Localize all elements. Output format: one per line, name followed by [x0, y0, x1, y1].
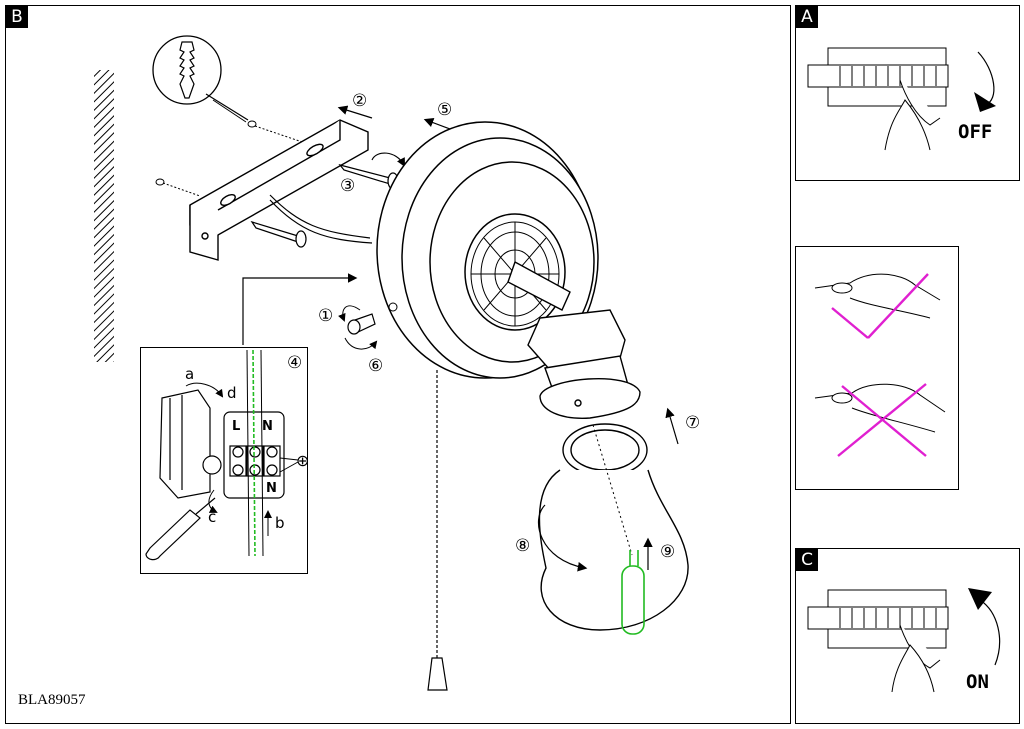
- hand-upper-icon: [814, 273, 941, 319]
- step-9-label: ⑨: [660, 542, 675, 562]
- lamp-holder: [527, 309, 641, 419]
- on-label: ON: [966, 671, 989, 693]
- off-label: OFF: [958, 121, 992, 143]
- step-3-label: ③: [340, 176, 355, 196]
- forbidden-cross-lower: [837, 383, 927, 457]
- model-code: BLA89057: [18, 692, 86, 708]
- panel-tag-a: A: [796, 6, 818, 28]
- earth-icon: ⊕: [296, 451, 309, 470]
- panel-tag-b: B: [6, 6, 28, 28]
- wall-hatch: [94, 70, 114, 362]
- breaker-off-drawing: [807, 47, 949, 151]
- terminal-n-label: N: [262, 419, 273, 434]
- hand-lower-icon: [814, 383, 946, 433]
- fixing-screw: [347, 313, 376, 335]
- step-2-label: ②: [352, 91, 367, 111]
- step-7-label: ⑦: [685, 413, 700, 433]
- step-4-label: ④: [287, 353, 302, 373]
- screw-lower: [250, 220, 307, 248]
- earth-wire: [252, 349, 256, 557]
- terminal-l-label: L: [232, 419, 240, 434]
- mounting-bracket: [189, 119, 369, 261]
- breaker-on-drawing: [807, 589, 949, 693]
- step-1-label: ①: [318, 306, 333, 326]
- screwdriver-icon: [145, 497, 216, 561]
- terminal-n-lower-label: N: [266, 481, 277, 496]
- panel-tag-c: C: [796, 549, 818, 571]
- inset-letter-d: d: [227, 384, 237, 402]
- forbidden-cross-upper: [831, 273, 929, 339]
- bulb-icon: [621, 550, 645, 635]
- step-5-label: ⑤: [437, 100, 452, 120]
- rotate-on-arrow: [979, 599, 1001, 666]
- step-8-label: ⑧: [515, 536, 530, 556]
- inset-letter-c: c: [208, 508, 216, 526]
- inset-letter-b: b: [275, 514, 285, 532]
- lamp-arm: [507, 260, 571, 311]
- glass-shade: [538, 423, 689, 631]
- step-6-label: ⑥: [368, 356, 383, 376]
- terminal-block: [159, 389, 285, 499]
- supply-wires: [269, 194, 371, 239]
- pull-cord-handle: [427, 657, 448, 691]
- wall-plug-detail: [152, 35, 321, 197]
- inset-letter-a: a: [185, 365, 194, 383]
